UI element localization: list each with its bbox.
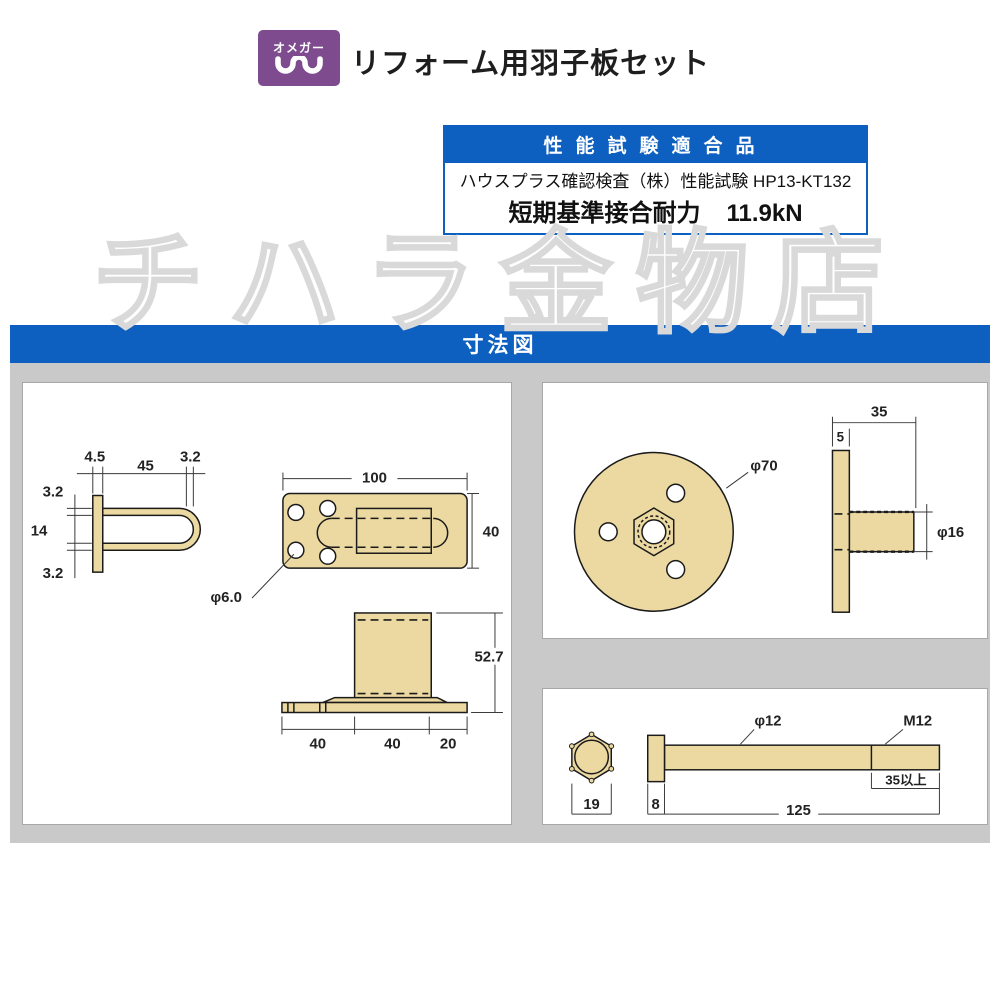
dim-side-14: 14 bbox=[31, 522, 48, 539]
dim-washer-dia: φ70 bbox=[750, 458, 777, 474]
omega-wave-icon bbox=[275, 56, 323, 74]
bolt-drawing: φ12 M12 19 35以上 8 125 bbox=[569, 713, 941, 819]
certification-heading: 性能試験適合品 bbox=[445, 127, 866, 163]
washer-side-dimensions: 35 5 φ16 bbox=[831, 405, 964, 560]
dim-plate-height: 40 bbox=[483, 523, 500, 540]
dim-bolt-thread: M12 bbox=[903, 713, 932, 729]
dim-bolt-head-length: 8 bbox=[652, 797, 660, 813]
dim-bolt-thread-length: 35以上 bbox=[885, 773, 926, 788]
dim-side-3-2-top: 3.2 bbox=[180, 449, 201, 466]
front-view-dimensions: 40 40 20 52.7 bbox=[281, 612, 510, 752]
side-view-dimensions: 4.5 45 3.2 3.2 14 3.2 bbox=[31, 449, 206, 582]
dim-side-4-5: 4.5 bbox=[84, 449, 105, 466]
dimension-diagram-area: 4.5 45 3.2 3.2 14 3.2 bbox=[10, 363, 990, 843]
plate-front-view-shape bbox=[281, 612, 468, 714]
store-watermark: チハラ金物店 bbox=[91, 221, 908, 346]
panel-round-washer: φ70 35 5 φ16 bbox=[542, 382, 988, 639]
brand-logo: オメガー bbox=[258, 30, 340, 86]
dim-bolt-length: 125 bbox=[786, 803, 811, 819]
dim-base-40b: 40 bbox=[384, 735, 401, 752]
product-title: リフォーム用羽子板セット bbox=[351, 48, 711, 80]
bolt-head-front-view-shape bbox=[569, 731, 615, 784]
dim-plate-width: 100 bbox=[362, 470, 387, 487]
bolt-dimensions: φ12 M12 19 35以上 8 125 bbox=[571, 713, 940, 819]
certification-strength-line: 短期基準接合耐力 11.9kN bbox=[445, 192, 866, 233]
washer-front-view-shape bbox=[573, 451, 734, 612]
dim-plate-hole: φ6.0 bbox=[210, 589, 241, 606]
washer-side-view-shape bbox=[831, 449, 915, 613]
dim-washer-thickness: 5 bbox=[837, 430, 845, 445]
dim-side-3-2-left-bottom: 3.2 bbox=[43, 565, 64, 582]
dim-base-20: 20 bbox=[440, 735, 457, 752]
panel-hex-bolt: φ12 M12 19 35以上 8 125 bbox=[542, 688, 988, 825]
section-title: 寸法図 bbox=[462, 334, 538, 357]
plate-top-view-shape bbox=[282, 492, 468, 569]
dim-riser-52-7: 52.7 bbox=[474, 649, 503, 666]
strength-value: 11.9kN bbox=[726, 200, 803, 227]
certification-agency-line: ハウスプラス確認検査（株）性能試験 HP13-KT132 bbox=[459, 172, 852, 191]
dim-base-40a: 40 bbox=[309, 735, 326, 752]
plate-side-view-shape bbox=[92, 494, 202, 573]
section-banner: 寸法図 bbox=[10, 325, 990, 363]
top-view-dimensions: 100 40 φ6.0 bbox=[210, 470, 499, 606]
washer-front-dimensions: φ70 bbox=[726, 458, 778, 489]
washer-drawing: φ70 35 5 φ16 bbox=[573, 405, 964, 613]
hagoita-plate-drawing: 4.5 45 3.2 3.2 14 3.2 bbox=[31, 449, 510, 752]
bolt-side-view-shape bbox=[646, 734, 941, 783]
certification-badge: 性能試験適合品 ハウスプラス確認検査（株）性能試験 HP13-KT132 短期基… bbox=[443, 125, 868, 235]
dim-bolt-dia: φ12 bbox=[754, 713, 781, 729]
dim-bolt-flats: 19 bbox=[583, 797, 599, 813]
brand-logo-text: オメガー bbox=[272, 41, 325, 55]
dim-side-3-2-left-top: 3.2 bbox=[43, 483, 64, 500]
dim-washer-shaft-dia: φ16 bbox=[937, 525, 964, 541]
panel-hagoita-plate: 4.5 45 3.2 3.2 14 3.2 bbox=[22, 382, 512, 825]
dim-washer-width: 35 bbox=[871, 405, 888, 421]
dim-side-45: 45 bbox=[137, 458, 154, 475]
strength-label: 短期基準接合耐力 bbox=[508, 200, 701, 227]
